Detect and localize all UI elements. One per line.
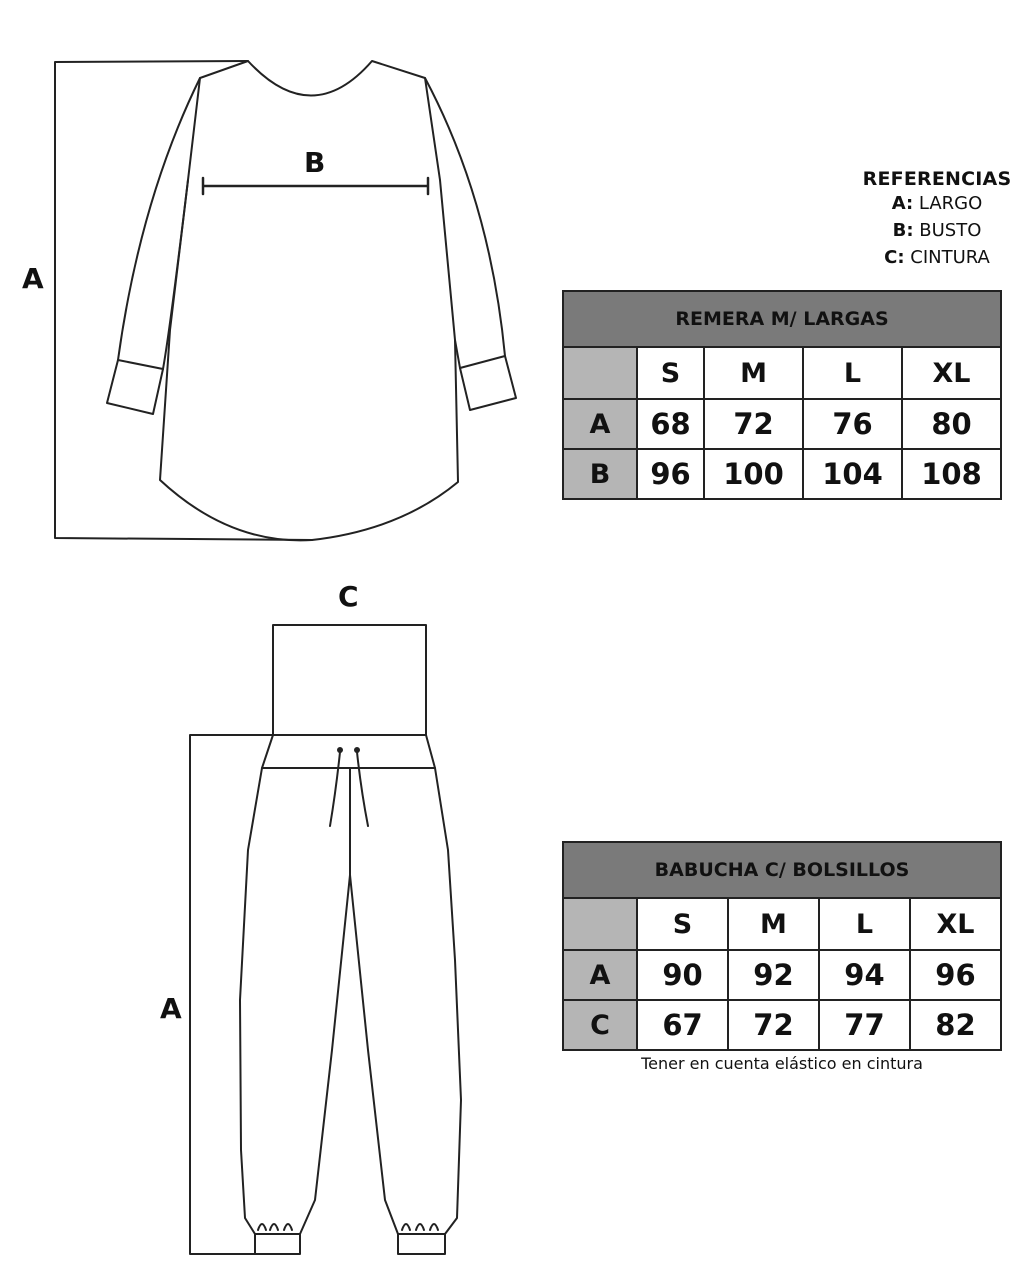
table-cell: 67 xyxy=(636,999,729,1051)
size-header: M xyxy=(726,897,820,951)
shirt-size-table: REMERA M/ LARGAS S M L XL A 68 72 76 80 … xyxy=(562,290,1002,500)
shirt-left-cuff xyxy=(117,359,164,370)
pants-length-label: A xyxy=(160,992,182,1025)
size-header: M xyxy=(703,346,805,400)
size-header: XL xyxy=(901,346,1002,400)
table-cell: 68 xyxy=(635,398,706,450)
table-cell: 90 xyxy=(636,949,729,1001)
bust-measure-line xyxy=(201,176,430,196)
reference-text: LARGO xyxy=(918,193,983,214)
table-cell: 100 xyxy=(703,448,805,500)
drawstring-eyelet-left xyxy=(337,747,343,753)
size-header: S xyxy=(635,346,706,400)
table-cell: 72 xyxy=(726,999,820,1051)
table-cell: 77 xyxy=(817,999,911,1051)
table-row: A 68 72 76 80 xyxy=(562,398,1002,450)
waist-elastic-note: Tener en cuenta elástico en cintura xyxy=(641,1054,923,1073)
left-ankle-cuff xyxy=(254,1233,301,1255)
shirt-bust-label: B xyxy=(304,146,326,179)
right-ankle-cuff xyxy=(397,1233,446,1255)
pants-length-bracket xyxy=(189,734,274,1255)
row-label: A xyxy=(562,949,638,1001)
size-header: L xyxy=(802,346,903,400)
table-corner xyxy=(562,346,638,400)
pants-waist-label: C xyxy=(338,580,359,613)
table-cell: 104 xyxy=(802,448,903,500)
table-cell: 82 xyxy=(908,999,1003,1051)
reference-text: CINTURA xyxy=(910,247,990,268)
row-label: B xyxy=(562,448,638,500)
drawstring-left xyxy=(329,751,341,827)
shirt-right-cuff xyxy=(459,355,506,369)
right-cuff-gathers xyxy=(401,1223,439,1231)
pants-waist-box xyxy=(272,624,427,736)
table-row: C 67 72 77 82 xyxy=(562,999,1003,1051)
references-title: REFERENCIAS xyxy=(862,168,1012,190)
table-title: REMERA M/ LARGAS xyxy=(562,290,1002,348)
size-header: S xyxy=(636,897,729,951)
reference-key: A: xyxy=(891,193,914,214)
row-label: C xyxy=(562,999,638,1051)
shirt-outline xyxy=(159,60,459,542)
size-header: L xyxy=(817,897,911,951)
reference-item: B: BUSTO xyxy=(840,217,1024,244)
row-label: A xyxy=(562,398,638,450)
table-cell: 108 xyxy=(901,448,1002,500)
reference-key: B: xyxy=(892,220,914,241)
size-header: XL xyxy=(908,897,1003,951)
table-cell: 72 xyxy=(703,398,805,450)
drawstring-eyelet-right xyxy=(354,747,360,753)
table-cell: 96 xyxy=(635,448,706,500)
shirt-length-bracket xyxy=(54,60,313,541)
left-cuff-gathers xyxy=(257,1223,293,1231)
reference-item: C: CINTURA xyxy=(840,244,1024,271)
reference-text: BUSTO xyxy=(919,220,982,241)
table-row: B 96 100 104 108 xyxy=(562,448,1002,500)
table-corner xyxy=(562,897,638,951)
shirt-length-label: A xyxy=(22,262,44,295)
shirt-right-sleeve xyxy=(424,77,517,411)
drawstring-right xyxy=(356,751,369,827)
shirt-left-sleeve xyxy=(106,77,201,415)
references-legend: REFERENCIAS A: LARGO B: BUSTO C: CINTURA xyxy=(840,168,1024,271)
reference-item: A: LARGO xyxy=(840,190,1024,217)
table-row: A 90 92 94 96 xyxy=(562,949,1003,1001)
reference-key: C: xyxy=(884,247,905,268)
table-cell: 96 xyxy=(908,949,1003,1001)
table-title: BABUCHA C/ BOLSILLOS xyxy=(562,841,1002,899)
table-cell: 80 xyxy=(901,398,1002,450)
table-cell: 92 xyxy=(726,949,820,1001)
pants-size-table: BABUCHA C/ BOLSILLOS S M L XL A 90 92 94… xyxy=(562,841,1003,1051)
table-cell: 94 xyxy=(817,949,911,1001)
table-cell: 76 xyxy=(802,398,903,450)
